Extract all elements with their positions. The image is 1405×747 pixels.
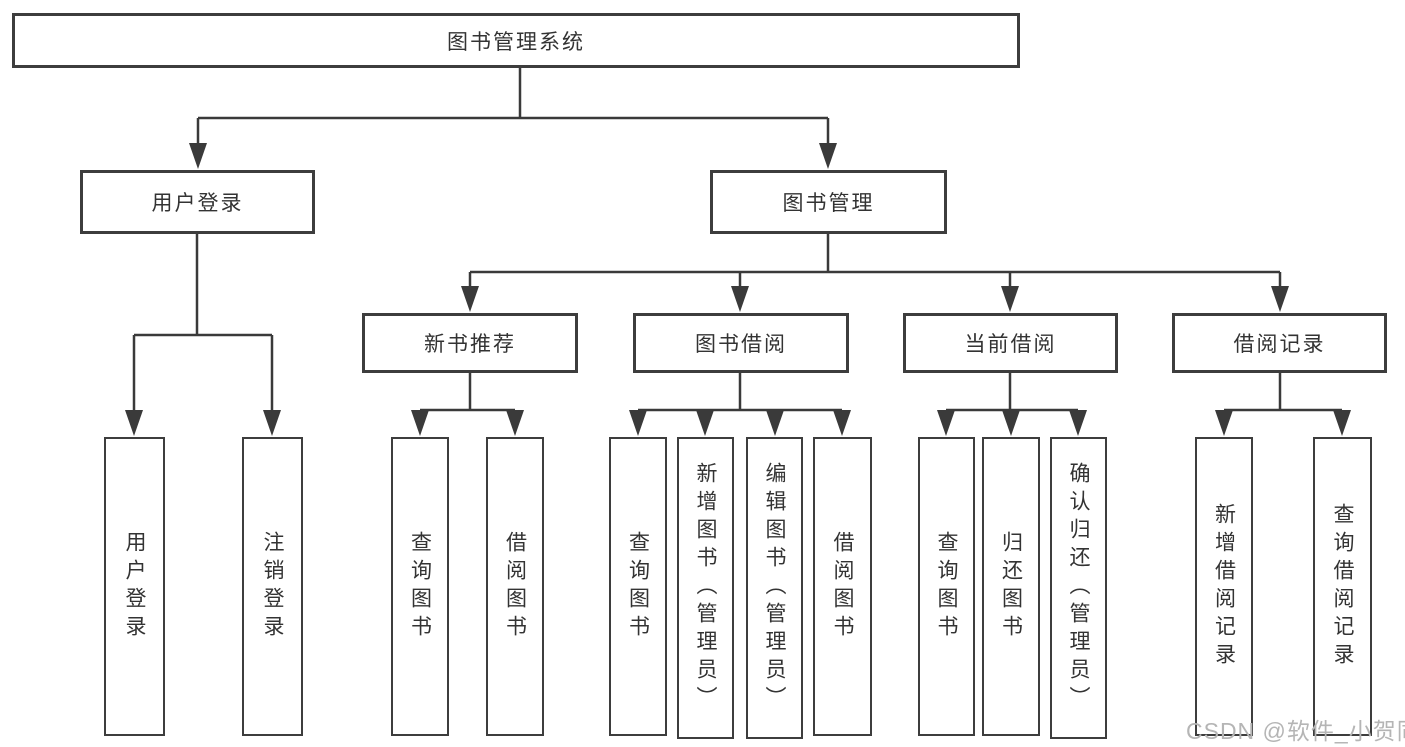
leaf-return-books: 归还图书: [982, 437, 1040, 736]
node-current-borrow-label: 当前借阅: [964, 333, 1057, 356]
leaf-query-books-current: 查询图书: [918, 437, 975, 736]
node-book-borrow: 图书借阅: [633, 313, 849, 373]
node-library-system: 图书管理系统: [12, 13, 1020, 68]
arrowhead-icons: [125, 143, 1351, 436]
node-book-management-label: 图书管理: [782, 192, 875, 215]
leaf-add-books-admin: 新增图书（管理员）: [677, 437, 734, 739]
node-user-login: 用户登录: [80, 170, 315, 234]
leaf-edit-books-admin: 编辑图书（管理员）: [746, 437, 803, 739]
node-book-borrow-label: 图书借阅: [695, 333, 787, 356]
leaf-query-borrow-record: 查询借阅记录: [1313, 437, 1372, 736]
leaf-query-books-recommend: 查询图书: [391, 437, 449, 736]
leaf-query-books-borrow: 查询图书: [609, 437, 667, 736]
leaf-add-borrow-record: 新增借阅记录: [1195, 437, 1253, 736]
node-borrow-records-label: 借阅记录: [1233, 333, 1326, 356]
node-user-login-label: 用户登录: [151, 192, 244, 215]
node-current-borrow: 当前借阅: [903, 313, 1118, 373]
csdn-watermark: CSDN @软件_小贺同学: [1186, 718, 1405, 744]
node-new-book-recommend: 新书推荐: [362, 313, 578, 373]
leaf-user-login: 用户登录: [104, 437, 165, 736]
node-book-management: 图书管理: [710, 170, 947, 234]
leaf-logout: 注销登录: [242, 437, 303, 736]
leaf-confirm-return-admin: 确认归还（管理员）: [1050, 437, 1107, 739]
leaf-borrow-books-recommend: 借阅图书: [486, 437, 544, 736]
leaf-borrow-books: 借阅图书: [813, 437, 872, 736]
node-borrow-records: 借阅记录: [1172, 313, 1387, 373]
node-library-system-label: 图书管理系统: [447, 30, 585, 54]
node-new-book-recommend-label: 新书推荐: [424, 333, 516, 356]
